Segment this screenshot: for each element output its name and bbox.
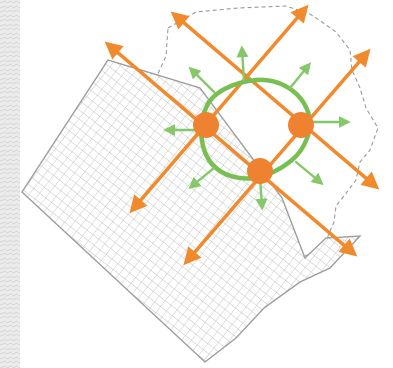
node-west [193, 112, 219, 138]
spoke-top-left [188, 66, 216, 94]
node-east [288, 112, 314, 138]
left-edge-texture [0, 0, 20, 368]
spoke-bottom-right [294, 160, 324, 186]
green-ring [198, 77, 312, 181]
orange-axes [104, 4, 380, 266]
node-south [247, 158, 273, 184]
spoke-bottom-left [188, 166, 216, 190]
orange-nodes [193, 112, 314, 184]
spoke-top [236, 45, 249, 82]
grid-parcel [21, 59, 362, 363]
axis-east-diagonal [183, 48, 371, 266]
spoke-top-right [288, 62, 312, 90]
